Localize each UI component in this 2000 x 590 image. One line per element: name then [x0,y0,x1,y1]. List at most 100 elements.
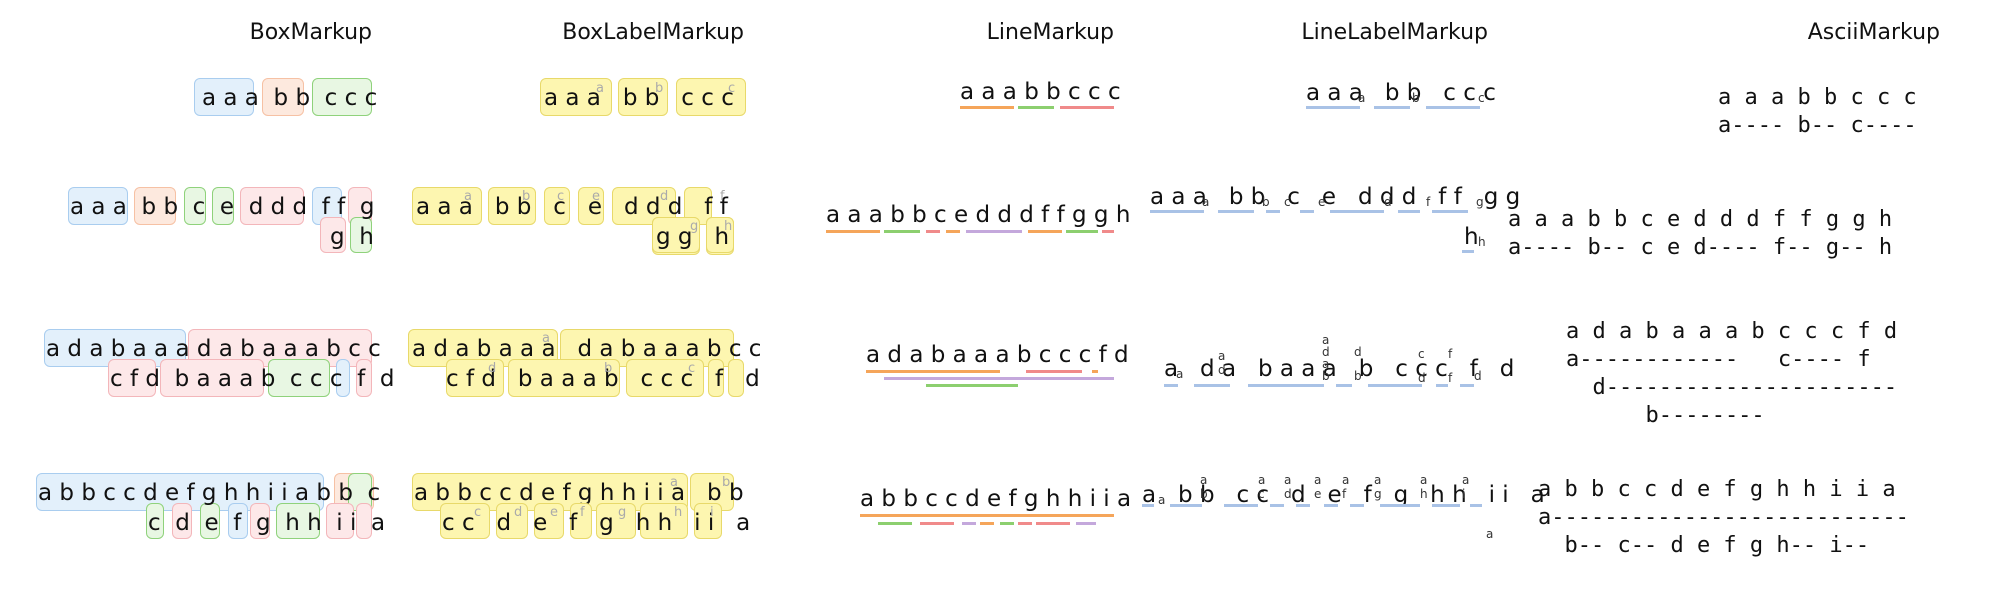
markup-line [1368,384,1422,387]
markup-line [966,230,1022,233]
sequence-text: c f d b a a a b c c c f d [446,366,760,392]
markup-line [1092,370,1098,373]
label-subscript: a [1374,473,1382,487]
markup-line [1324,504,1338,507]
markup-line [946,230,960,233]
label-superscript: c [728,81,736,96]
label-superscript: e [592,189,600,204]
sequence-text: a d a b a a a d a b a a a b c c [412,336,762,362]
label-subscript: a [1462,473,1470,487]
markup-line [1462,250,1474,253]
markup-line [1218,210,1254,213]
sequence-text: a a a b b c c c [544,85,734,111]
markup-line [1170,504,1202,507]
ascii-line: a d a b a a a b c c c f d [1566,319,1898,344]
markup-box [708,359,724,397]
markup-line [1142,504,1154,507]
sequence-text: c c d e f g h h i i a [442,510,751,536]
header-box-label-markup: BoxLabelMarkup [562,20,744,45]
label-subscript: d [1384,195,1392,209]
markup-box [134,187,176,225]
markup-line [1426,106,1480,109]
markup-box [262,78,304,116]
markup-line [1432,504,1460,507]
markup-line [1300,210,1314,213]
markup-box [706,217,734,253]
label-subscript: b [1200,487,1208,501]
label-subscript: d [1474,369,1482,383]
markup-line [1432,210,1468,213]
ascii-line: a---- b-- c e d---- f-- g-- h [1508,235,1893,260]
label-superscript: b [604,361,613,376]
markup-line [1330,210,1384,213]
label-superscript: e [550,505,558,520]
markup-line [1164,384,1178,387]
label-subscript: b [1354,369,1362,383]
markup-line [926,230,940,233]
markup-line [884,377,1114,380]
label-superscript: d [514,505,523,520]
markup-box [440,503,490,539]
markup-box [596,503,636,539]
markup-box [194,78,254,116]
markup-box [540,78,612,116]
sequence-text: g h [330,224,374,250]
markup-box [488,187,536,225]
sequence-text: a a a b b c e d d d f f g [70,194,375,220]
sequence-text: a a a b b c e d d d f f g g [1150,184,1521,210]
markup-box [612,187,676,225]
markup-box [578,187,604,225]
label-subscript: d [1418,371,1426,385]
header-ascii-markup: AsciiMarkup [1807,20,1940,45]
sequence-text: c f d b a a a b c c c f d [110,366,395,392]
label-superscript: b [522,189,531,204]
markup-box [228,503,248,539]
markup-box [570,503,592,539]
sequence-text: a b b c c d e f g h h i i a [860,486,1132,512]
label-subscript: a [1284,473,1292,487]
sequence-text: a a a b b c c c [202,85,378,111]
markup-box [534,503,564,539]
label-superscript: b [655,81,664,96]
markup-box [36,473,324,511]
sequence-text: a a a b b c e d d d f f g g h [826,202,1131,228]
label-subscript: a [1158,493,1166,507]
sequence-text: g g h [656,224,730,250]
sequence-text: a b b c c d e f g h h i i a b b [414,480,744,506]
markup-line [1296,504,1310,507]
label-subscript: f [1342,487,1347,501]
label-superscript: g [690,219,699,234]
label-subscript: g [1374,487,1382,501]
label-subscript: a [1176,367,1184,381]
markup-line [920,522,954,525]
label-subscript: a [1218,349,1226,363]
markup-box [184,187,206,225]
label-subscript: b [1412,91,1420,105]
markup-line [1026,370,1082,373]
ascii-line: a b b c c d e f g h h i i a [1538,477,1896,502]
sequence-text: a b b c c d e f g h h i i a [1142,482,1545,508]
label-subscript: a [1342,473,1350,487]
markup-box [250,503,270,539]
markup-line [1436,384,1448,387]
label-subscript: f [1448,347,1453,361]
markup-line [1380,504,1420,507]
markup-box [350,217,372,253]
label-subscript: b [1262,195,1270,209]
markup-box [694,503,722,539]
markup-line [1018,522,1032,525]
ascii-line: a a a b b c c c [1718,85,1917,110]
markup-box [200,503,220,539]
label-subscript: b [1322,369,1330,383]
markup-line [1306,106,1360,109]
markup-box [336,359,350,397]
markup-line [866,370,1000,373]
label-subscript: a [1322,357,1330,371]
label-subscript: g [1476,195,1484,209]
markup-box [312,78,372,116]
label-superscript: d [488,361,497,376]
markup-box [160,359,264,397]
ascii-line: b-------- [1566,403,1765,428]
markup-box [356,503,372,539]
